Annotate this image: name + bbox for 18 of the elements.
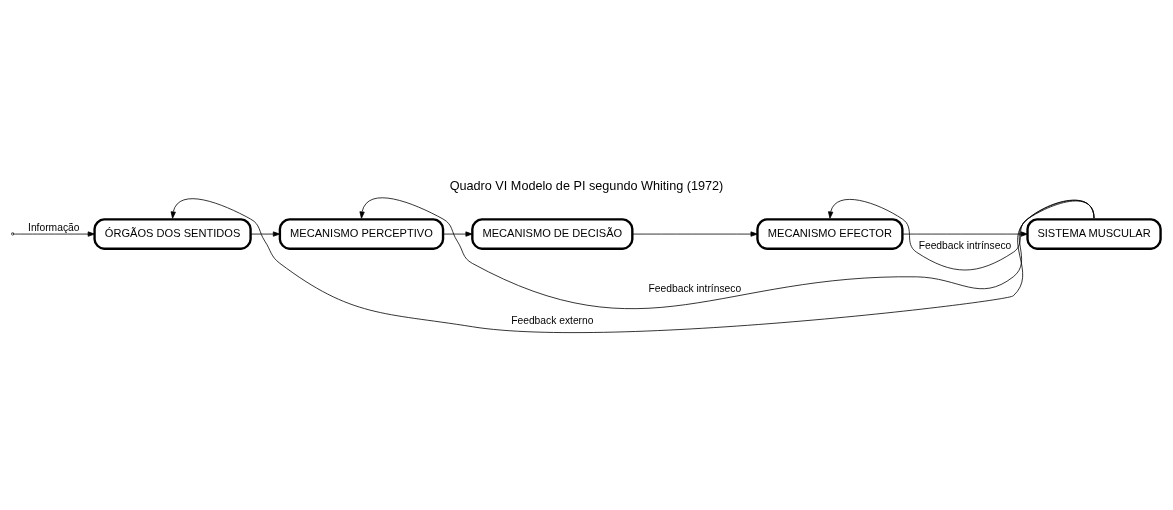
node-box: MECANISMO PERCEPTIVO xyxy=(278,218,445,250)
arrow xyxy=(250,231,281,237)
edge-label: Informação xyxy=(28,222,80,234)
edge-label: Feedback intrínseco xyxy=(918,240,1012,252)
node-box: ÓRGÃOS DOS SENTIDOS xyxy=(93,218,252,250)
edge-label: Feedback externo xyxy=(511,314,594,326)
arrow xyxy=(632,231,758,237)
node-box: SISTEMA MUSCULAR xyxy=(1026,218,1162,250)
arrow xyxy=(12,231,95,237)
arrow xyxy=(170,198,1095,333)
arrow xyxy=(442,231,473,237)
node-box: MECANISMO DE DECISÃO xyxy=(471,218,634,250)
arrow xyxy=(359,197,1095,309)
node-box: MECANISMO EFECTOR xyxy=(756,218,904,250)
edge-label: Feedback intrínseco xyxy=(648,283,742,295)
diagram-title: Quadro VI Modelo de PI segundo Whiting (1972) xyxy=(449,179,724,194)
arrow xyxy=(828,199,1095,271)
arrow xyxy=(902,231,1028,237)
